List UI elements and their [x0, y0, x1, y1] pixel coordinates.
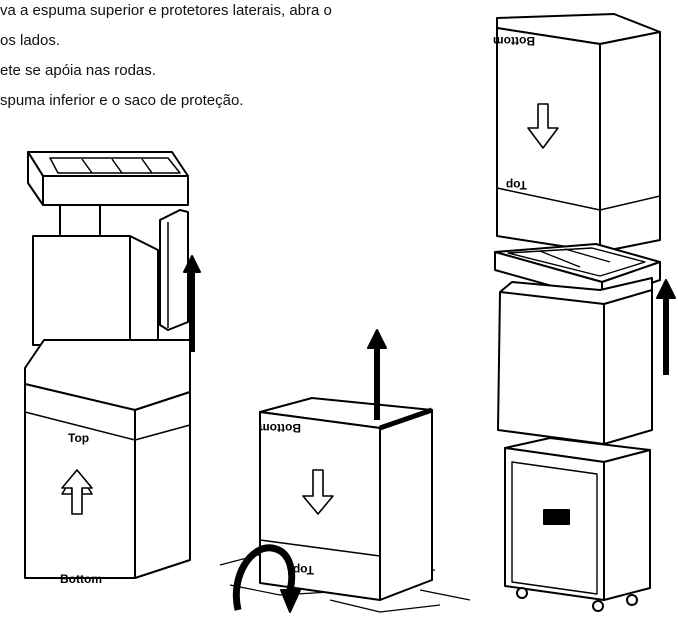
box-label-bottom: Bottom	[60, 572, 102, 586]
front-panel-display	[543, 509, 570, 525]
box-label-top-bottom: Top	[506, 178, 527, 192]
figure-lift-top-foam: Top Bottom	[24, 151, 201, 586]
lifted-box	[496, 13, 661, 253]
instruction-line-3: ete se apóia nas rodas.	[0, 62, 156, 79]
instruction-line-1: va a espuma superior e protetores latera…	[0, 2, 332, 19]
up-arrow-icon	[183, 255, 201, 352]
box-label-top-upside: Top	[293, 563, 314, 577]
bottom-box	[24, 339, 191, 579]
box-label-top: Top	[68, 431, 89, 445]
top-foam-tray	[27, 151, 189, 206]
middle-box-sleeve	[32, 235, 159, 346]
rotate-arrow-icon	[232, 544, 301, 613]
figure-flip-box: Bottom Top	[219, 329, 471, 613]
up-arrow-icon	[656, 279, 676, 375]
figure-remove-box: Bottom Top	[493, 13, 676, 612]
down-arrow-icon	[302, 469, 334, 515]
wheel	[592, 600, 604, 612]
side-protector-back	[59, 204, 101, 241]
unit-on-wheels	[504, 437, 651, 612]
up-arrow-icon	[61, 469, 93, 515]
protective-bag	[497, 277, 653, 445]
instruction-line-4: spuma inferior e o saco de proteção.	[0, 92, 244, 109]
wheel	[516, 587, 528, 599]
side-protector-right	[159, 209, 189, 331]
box-label-bottom-upside: Bottom	[259, 421, 301, 435]
down-arrow-icon	[527, 103, 559, 149]
wheel	[626, 594, 638, 606]
instruction-line-2: os lados.	[0, 32, 61, 49]
up-arrow-icon	[367, 329, 387, 420]
box-label-bottom-top: Bottom	[493, 34, 535, 48]
